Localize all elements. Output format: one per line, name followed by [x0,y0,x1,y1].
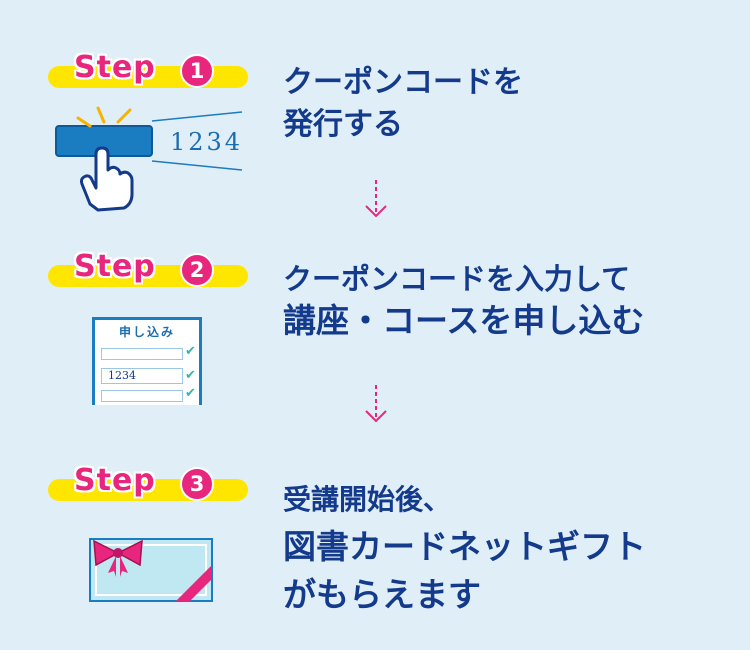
step-number: 1 [180,54,214,88]
step-1-text: クーポンコードを 発行する [283,62,523,146]
form-field-code: 1234 [101,368,183,384]
form-field [101,390,183,402]
form-field [101,348,183,360]
application-form-illustration: 申し込み ✔ 1234 ✔ ✔ [92,317,202,405]
step-3-badge: Step 3 [48,463,248,503]
step-1-badge: Step 1 [48,50,248,90]
step-1-line-1: クーポンコードを [283,65,523,100]
coupon-code-display: 1234 [170,128,244,156]
step-number: 2 [180,253,214,287]
step-3-line-1: 受講開始後、 [283,483,452,516]
step-3-line-3: がもらえます [283,575,481,614]
step-1-line-2: 発行する [283,107,403,142]
step-3: Step 3 受講開始後、 図書カードネットギフト がもらえます [0,455,750,645]
form-title: 申し込み [118,325,175,339]
step-2-badge: Step 2 [48,249,248,289]
check-icon: ✔ [185,386,196,401]
step-label: Step [74,50,156,85]
step-3-text: 受講開始後、 図書カードネットギフト がもらえます [283,477,646,619]
step-3-line-2: 図書カードネットギフト [283,527,646,566]
step-label: Step [74,249,156,284]
step-2-line-2: 講座・コースを申し込む [283,301,645,340]
gift-card-icon [89,538,213,602]
button-press-icon [55,106,243,212]
step-2-line-1: クーポンコードを入力して [283,262,631,296]
step-2-text: クーポンコードを入力して 講座・コースを申し込む [283,259,644,343]
form-code-value: 1234 [108,369,136,382]
down-arrow-icon [365,385,387,423]
check-icon: ✔ [185,368,196,383]
step-number: 3 [180,467,214,501]
coupon-issue-illustration: 1234 [52,104,252,214]
down-arrow-icon [365,180,387,218]
step-2: Step 2 申し込み ✔ 1234 ✔ ✔ クーポンコードを入力して 講座・コ… [0,245,750,415]
check-icon: ✔ [185,344,196,359]
step-label: Step [74,463,156,498]
gift-card-illustration [84,531,218,605]
step-1: Step 1 1234 クーポンコードを 発行する [0,40,750,212]
